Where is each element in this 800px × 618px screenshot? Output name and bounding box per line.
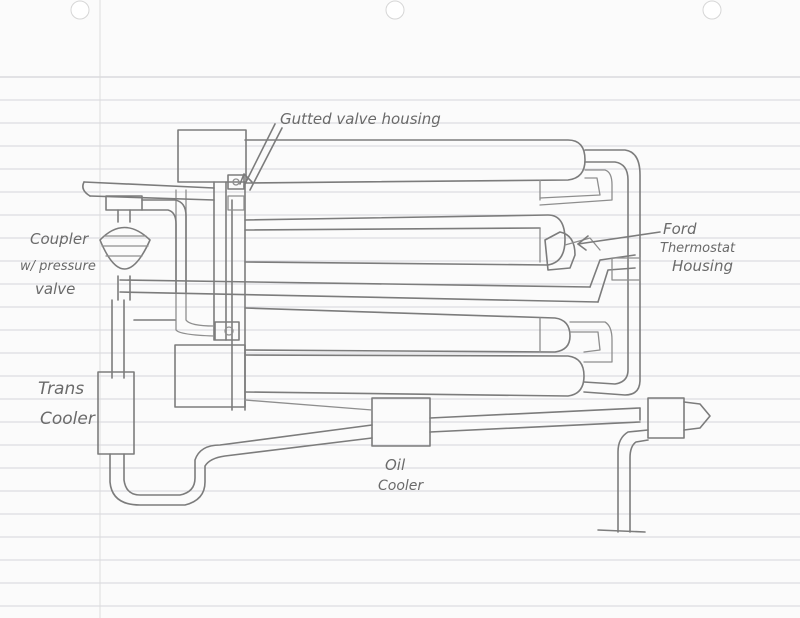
label-trans: Trans — [38, 379, 84, 399]
binder-hole-icon — [385, 0, 405, 20]
label-gutted-valve-housing: Gutted valve housing — [280, 110, 441, 128]
label-housing: Housing — [672, 257, 733, 275]
long-crossover-tube — [119, 254, 636, 303]
trans-cooler — [97, 299, 373, 506]
third-core-tube — [244, 307, 571, 353]
label-w-pressure: w/ pressure — [20, 259, 96, 274]
label-oil-cooler: Cooler — [378, 478, 424, 494]
label-ford: Ford — [663, 220, 697, 238]
lower-fitting — [214, 321, 240, 341]
thermostat-housing — [544, 231, 641, 281]
middle-core-tube — [244, 214, 566, 266]
ruled-lines — [0, 99, 800, 607]
oil-cooler — [244, 397, 641, 447]
label-oil: Oil — [385, 456, 406, 474]
label-coupler: Coupler — [30, 230, 89, 248]
label-thermostat: Thermostat — [660, 241, 736, 256]
leader-arrows — [239, 123, 661, 251]
binder-hole-icon — [70, 0, 90, 20]
gutted-valve-fitting — [227, 174, 245, 211]
label-cooler: Cooler — [40, 409, 96, 429]
label-valve: valve — [35, 280, 75, 298]
coupler-pressure-valve — [82, 181, 215, 301]
right-return-loops — [539, 149, 641, 396]
top-core-tube — [244, 139, 586, 201]
bottom-core-tube — [244, 354, 585, 397]
binder-hole-icon — [702, 0, 722, 20]
upper-tank-block — [177, 129, 247, 183]
outlet-neck — [597, 397, 711, 533]
